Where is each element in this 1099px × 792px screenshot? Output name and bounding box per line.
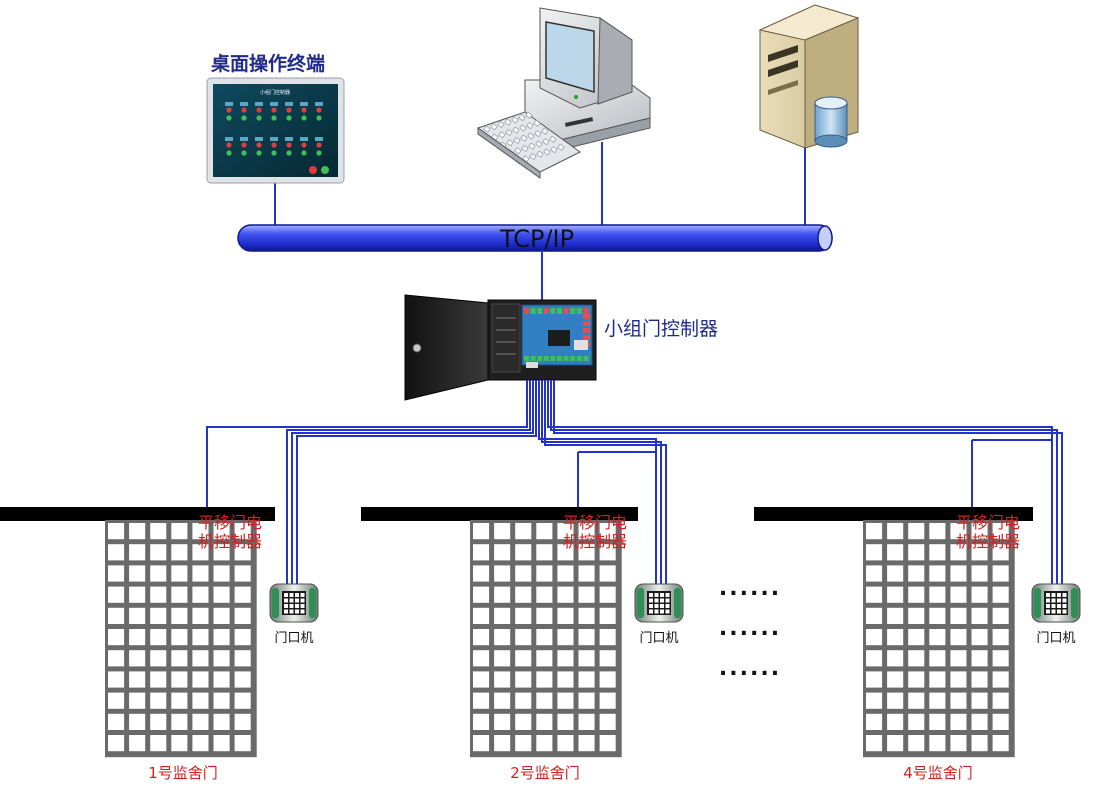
door-motor-controller-label-line1: 平移门电 [563,513,627,532]
door-unit-icon [634,583,684,623]
touch-terminal: 桌面操作终端 小组门控制器 [206,52,345,184]
terminal-close-button [309,166,317,174]
door-unit-label: 门口机 [639,631,678,646]
cell-door-label: 1号监舍门 [148,764,218,782]
tcpip-bus: TCP/IP [237,224,833,253]
controller-box: 小组门控制器 [404,294,718,401]
door-unit-icon [269,583,319,623]
door-rail [361,507,638,521]
cell-door-label: 2号监舍门 [510,764,580,782]
terminal-indicator-grid [225,102,323,156]
tcpip-label: TCP/IP [499,225,574,253]
door-rail [754,507,1033,521]
bus-drops [274,142,806,300]
cell-door-label: 4号监舍门 [903,764,973,782]
door-unit-label: 门口机 [274,631,313,646]
more-doors-ellipsis: ...... ...... ...... [719,576,781,681]
door-motor-controller-label-line2: 机控制器 [198,532,262,551]
ellipsis-row-2: ...... [719,616,781,641]
ellipsis-row-1: ...... [719,576,781,601]
cell-door-grille [863,520,1015,758]
terminal-label: 桌面操作终端 [211,52,325,75]
door-motor-controller-label-line1: 平移门电 [956,513,1020,532]
door-unit-label: 门口机 [1036,631,1075,646]
controller-wiring [206,380,1063,590]
cell-door-grille [470,520,622,758]
terminal-open-button [321,166,329,174]
terminal-screen-title: 小组门控制器 [260,89,290,96]
cell-door-grille [105,520,257,758]
door-rail [0,507,275,521]
database-icon [814,96,848,148]
desktop-computer-icon [476,7,651,179]
door-motor-controller-label-line2: 机控制器 [563,532,627,551]
door-motor-controller-label-line1: 平移门电 [198,513,262,532]
door-motor-controller-label-line2: 机控制器 [956,532,1020,551]
door-unit-icon [1031,583,1081,623]
ellipsis-row-3: ...... [719,656,781,681]
controller-label: 小组门控制器 [604,318,718,340]
